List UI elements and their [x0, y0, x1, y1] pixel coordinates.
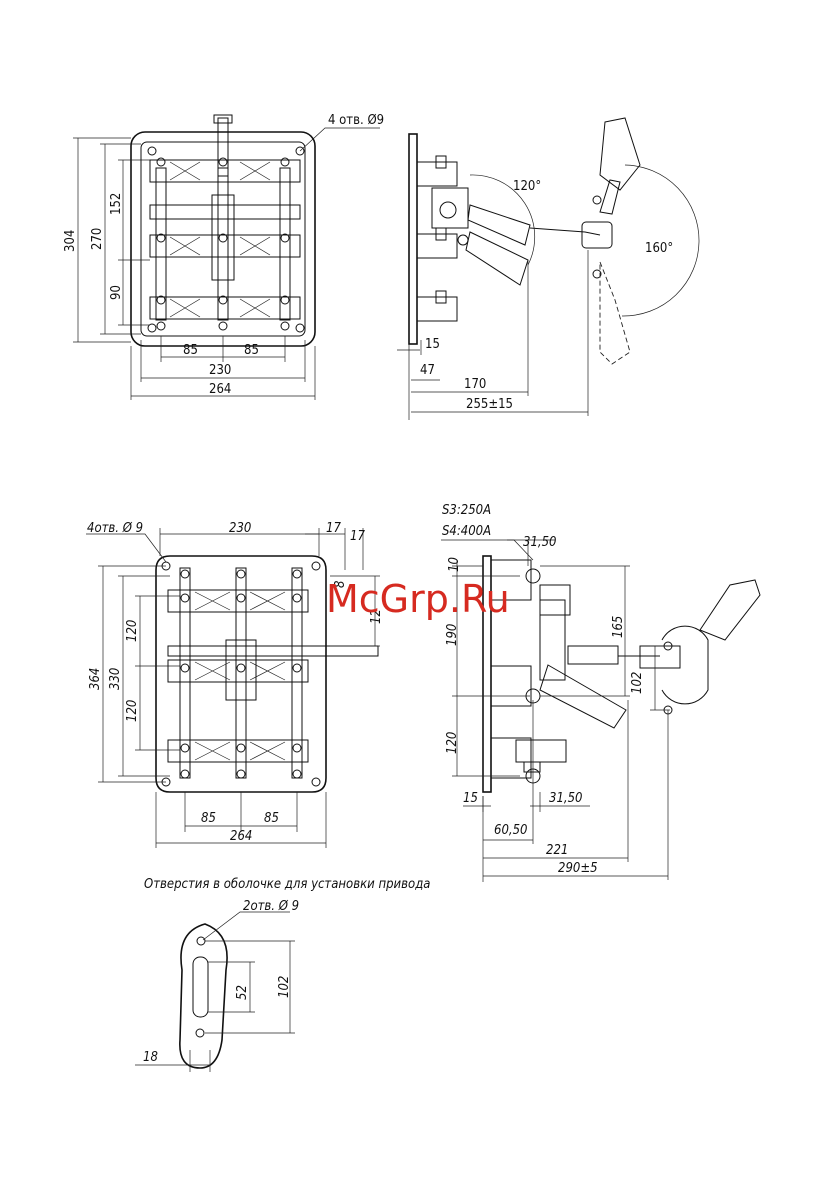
dim-230: 230 [209, 363, 231, 378]
dim-120-side: 120 [445, 732, 460, 754]
dim-165: 165 [611, 616, 626, 638]
label-s4: S4:400A [442, 524, 491, 539]
dim-18: 18 [143, 1050, 158, 1065]
dim-304: 304 [63, 230, 78, 252]
dim-364: 364 [88, 668, 103, 690]
dim-85-right: 85 [244, 343, 259, 358]
dim-102-detail: 102 [277, 976, 292, 998]
dimension-labels: 4 отв. Ø9 304 270 152 90 85 85 230 264 1… [63, 113, 673, 412]
top-holes-note: 4 отв. Ø9 [328, 113, 384, 128]
hole-detail-view [135, 912, 295, 1072]
bottom-front-view [86, 528, 380, 848]
hole-detail-caption: Отверстия в оболочке для установки приво… [144, 877, 430, 892]
dim-15-top: 15 [425, 337, 440, 352]
dim-31-50-top: 31,50 [523, 535, 556, 550]
dim-270: 270 [90, 228, 105, 250]
angle-120: 120° [513, 179, 541, 194]
dim-31-50-bottom: 31,50 [549, 791, 582, 806]
dim-102: 102 [630, 672, 645, 694]
dim-221: 221 [546, 843, 568, 858]
dim-17-a: 17 [326, 521, 341, 536]
dim-85-b-left: 85 [201, 811, 216, 826]
dim-230-b: 230 [229, 521, 251, 536]
bottom-holes-note: 4отв. Ø 9 [87, 521, 143, 536]
top-front-view [73, 115, 380, 400]
dim-85-b-right: 85 [264, 811, 279, 826]
dim-52: 52 [235, 985, 250, 1000]
dim-15-bottom: 15 [463, 791, 478, 806]
watermark: McGrp.Ru [326, 577, 510, 621]
dim-47: 47 [420, 363, 435, 378]
label-s3: S3:250A [442, 503, 491, 518]
dim-190: 190 [445, 624, 460, 646]
dim-120-a: 120 [125, 620, 140, 642]
dim-264: 264 [209, 382, 231, 397]
top-side-view [397, 118, 699, 420]
dim-90: 90 [109, 285, 124, 300]
dim-120-b: 120 [125, 700, 140, 722]
dim-264-b: 264 [230, 829, 252, 844]
dim-290: 290±5 [558, 861, 598, 876]
dim-170: 170 [464, 377, 486, 392]
detail-holes-note: 2отв. Ø 9 [243, 899, 299, 914]
dim-85-left: 85 [183, 343, 198, 358]
dim-60-50: 60,50 [494, 823, 527, 838]
angle-160: 160° [645, 241, 673, 256]
dim-255: 255±15 [466, 397, 513, 412]
dim-330: 330 [108, 668, 123, 690]
dim-10: 10 [447, 557, 462, 572]
dim-152: 152 [109, 193, 124, 215]
dim-17-b: 17 [350, 529, 365, 544]
